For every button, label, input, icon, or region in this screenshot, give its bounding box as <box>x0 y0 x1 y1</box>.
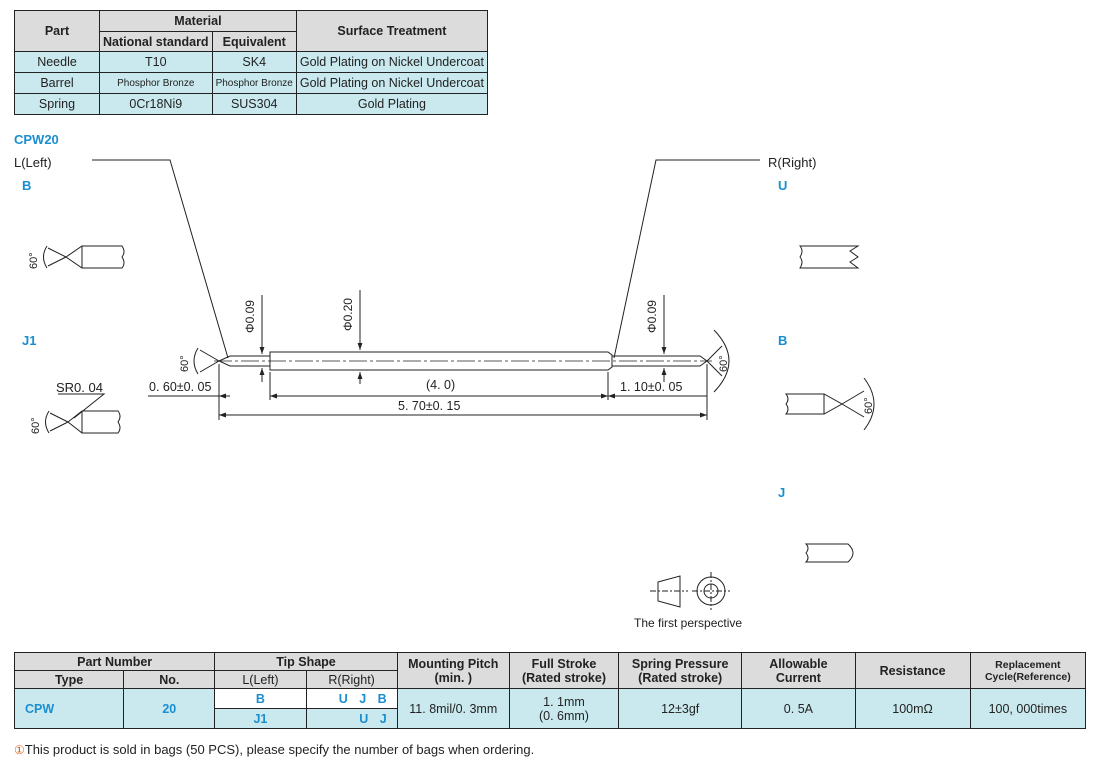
right-tip-angle: 60° <box>718 355 730 372</box>
left-tip-angle: 60° <box>179 355 191 372</box>
cell-left-1: B <box>214 688 307 709</box>
spec-table: Part Number Tip Shape Mounting Pitch(min… <box>13 652 1087 729</box>
header-tip-shape: Tip Shape <box>214 652 398 671</box>
dim-right-label: 1. 10±0. 05 <box>620 380 683 394</box>
tip-j1-sketch <box>45 393 121 434</box>
model-label: CPW20 <box>14 132 59 147</box>
cell-surface: Gold Plating <box>295 93 488 115</box>
tip-right-u-label: U <box>778 178 787 193</box>
phi-right-label: Φ0.09 <box>645 300 659 333</box>
technical-drawing: CPW20 L(Left) R(Right) B J1 U B J 60° SR… <box>14 132 875 630</box>
first-angle-projection-icon <box>650 572 730 610</box>
header-material: Material <box>99 10 297 32</box>
tip-right-b-angle: 60° <box>863 397 875 414</box>
header-type: Type <box>13 670 125 689</box>
table-row: CPW 20 B U J B 11. 8mil/0. 3mm 1. 1mm(0.… <box>13 688 1087 729</box>
tip-u-sketch <box>798 245 860 269</box>
cell-part: Barrel <box>14 72 100 94</box>
cell-part: Needle <box>14 51 100 73</box>
cell-surface: Gold Plating on Nickel Undercoat <box>295 72 488 94</box>
cell-type: CPW <box>13 688 125 729</box>
cell-equivalent: SUS304 <box>211 93 297 115</box>
tip-right-b-label: B <box>778 333 787 348</box>
note-mark: ① <box>14 743 25 757</box>
dimension-lines <box>148 364 708 420</box>
header-equivalent: Equivalent <box>211 31 297 52</box>
phi-left-label: Φ0.09 <box>243 300 257 333</box>
diameter-leaders <box>259 290 667 384</box>
dim-mid-label: (4. 0) <box>426 378 455 392</box>
cell-current: 0. 5A <box>741 688 856 729</box>
note-text: This product is sold in bags (50 PCS), p… <box>24 742 535 757</box>
tip-b-sketch <box>43 245 125 269</box>
cell-cycle: 100, 000times <box>969 688 1087 729</box>
table-row: J1 U J <box>15 708 1086 729</box>
order-note: ①This product is sold in bags (50 PCS), … <box>14 742 534 757</box>
header-left: L(Left) <box>214 670 307 689</box>
cell-pitch: 11. 8mil/0. 3mm <box>396 688 510 729</box>
header-surface: Surface Treatment <box>295 10 488 52</box>
phi-mid-label: Φ0.20 <box>341 298 355 331</box>
header-part-number: Part Number <box>13 652 216 671</box>
cell-part: Spring <box>14 93 100 115</box>
tip-b-angle: 60° <box>28 252 40 269</box>
perspective-label: The first perspective <box>634 616 742 630</box>
tip-right-j-label: J <box>778 485 785 500</box>
header-resistance: Resistance <box>854 652 971 689</box>
header-right: R(Right) <box>305 670 398 689</box>
header-national: National standard <box>99 31 213 52</box>
cell-surface: Gold Plating on Nickel Undercoat <box>295 51 488 73</box>
material-table: Part Material Surface Treatment National… <box>14 10 488 115</box>
tip-j-sketch <box>804 543 854 563</box>
tip-j1-angle: 60° <box>30 417 42 434</box>
cell-no: 20 <box>123 688 216 729</box>
pin-body <box>193 329 730 393</box>
header-pitch: Mounting Pitch(min. ) <box>396 652 510 689</box>
cell-national: Phosphor Bronze <box>99 72 213 94</box>
cell-equivalent: Phosphor Bronze <box>211 72 297 94</box>
tip-left-j1-label: J1 <box>22 333 36 348</box>
dim-total-label: 5. 70±0. 15 <box>398 399 461 413</box>
cell-right-1: U J B <box>305 688 398 709</box>
right-label: R(Right) <box>768 155 816 170</box>
cell-right-2: U J <box>305 708 398 729</box>
header-stroke: Full Stroke(Rated stroke) <box>508 652 620 689</box>
sr-label: SR0. 04 <box>56 380 103 395</box>
cell-pressure: 12±3gf <box>618 688 743 729</box>
table-row: Barrel Phosphor Bronze Phosphor Bronze G… <box>14 72 488 94</box>
header-no: No. <box>123 670 216 689</box>
table-row: Needle T10 SK4 Gold Plating on Nickel Un… <box>14 51 488 73</box>
left-label: L(Left) <box>14 155 52 170</box>
table-row: Spring 0Cr18Ni9 SUS304 Gold Plating <box>14 93 488 115</box>
tip-right-b-sketch <box>784 377 875 431</box>
tip-left-b-label: B <box>22 178 31 193</box>
header-part: Part <box>14 10 100 52</box>
cell-equivalent: SK4 <box>211 51 297 73</box>
cell-left-2: J1 <box>214 708 307 729</box>
cell-resistance: 100mΩ <box>854 688 971 729</box>
cell-stroke: 1. 1mm(0. 6mm) <box>508 688 620 729</box>
cell-national: 0Cr18Ni9 <box>99 93 213 115</box>
header-pressure: Spring Pressure(Rated stroke) <box>618 652 743 689</box>
leader-lines <box>92 159 760 359</box>
cell-national: T10 <box>99 51 213 73</box>
dim-left-label: 0. 60±0. 05 <box>149 380 212 394</box>
